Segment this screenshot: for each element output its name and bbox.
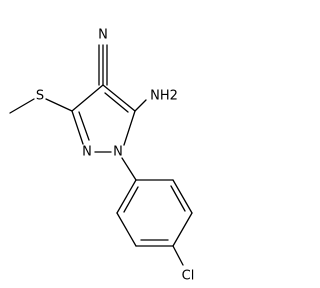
- amino-group-label: NH2: [150, 89, 178, 104]
- bond-c5-n1: [123, 110, 136, 146]
- ring-nitrogen-2-label: N: [82, 145, 92, 160]
- bond-c3-s: [45, 98, 73, 112]
- bond-c3-n2: [71, 110, 84, 145]
- sulfur-label: S: [36, 89, 44, 104]
- chlorophenyl-ring: [116, 179, 193, 247]
- pyrazole-ring: [71, 84, 136, 153]
- bond-c3-n2-inner: [78, 111, 90, 141]
- bond-c4-c3: [71, 84, 104, 112]
- bond-c4-c5: [102, 84, 136, 112]
- nitrile-nitrogen-label: N: [98, 28, 108, 43]
- chemical-structure: N NH2 S N N Cl: [9, 28, 195, 284]
- bond-c5-nh2: [134, 99, 147, 112]
- ring-nitrogen-1-label: N: [113, 145, 123, 160]
- nitrile-triple-bond: [98, 44, 108, 86]
- bond-n1-aryl: [121, 157, 137, 181]
- bond-c4-c5-inner: [104, 92, 129, 113]
- bond-s-methyl: [9, 98, 35, 114]
- bond-aryl-cl: [172, 245, 184, 266]
- chlorine-label: Cl: [182, 269, 195, 284]
